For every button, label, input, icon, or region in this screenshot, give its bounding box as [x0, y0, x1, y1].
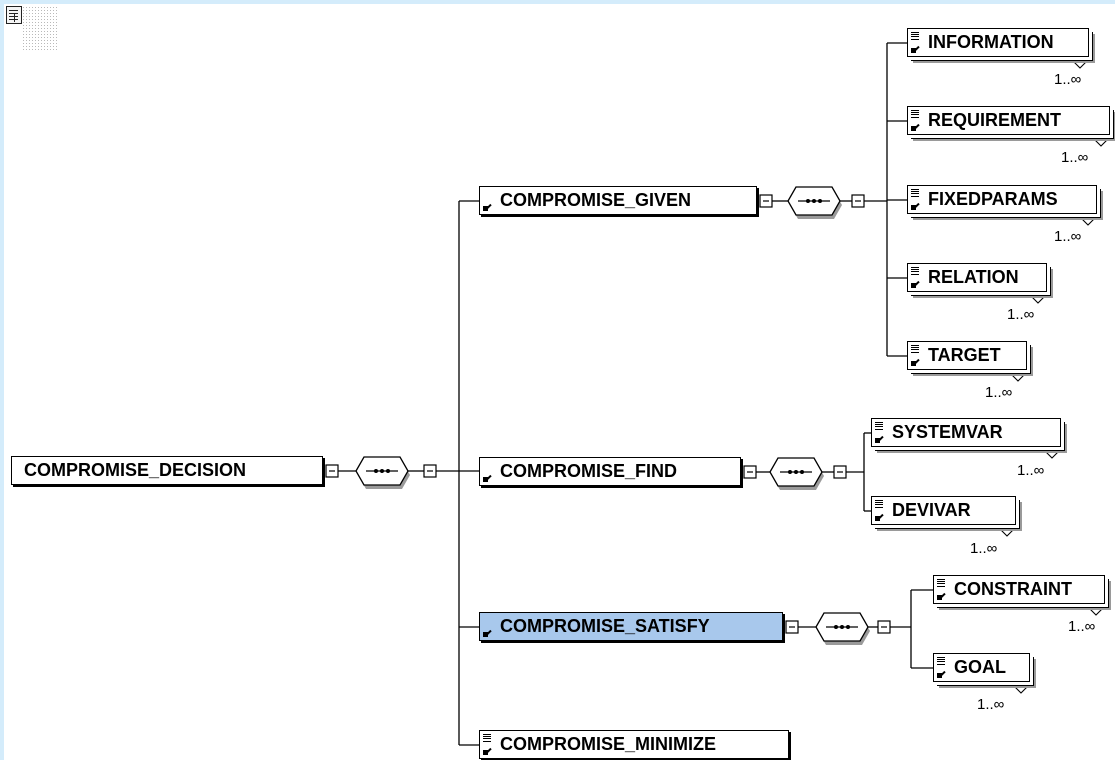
element-doc-icon	[911, 267, 919, 275]
element-label: COMPROMISE_FIND	[500, 461, 678, 481]
cardinality-notch	[1010, 373, 1026, 382]
collapse-toggle-icon[interactable]	[743, 465, 757, 479]
cardinality-label: 1..∞	[1017, 462, 1045, 479]
reference-arrow-icon	[483, 747, 491, 755]
element-compromise-minimize[interactable]: COMPROMISE_MINIMIZE	[479, 730, 789, 759]
connector-lines	[325, 42, 1109, 746]
sequence-dot	[812, 199, 816, 203]
sequence-dot	[818, 199, 822, 203]
dotted-grid-decoration	[22, 6, 58, 52]
cardinality-label: 1..∞	[1054, 71, 1082, 88]
sequence-dot	[834, 625, 838, 629]
sequence-dot	[380, 469, 384, 473]
reference-arrow-icon	[911, 358, 919, 366]
cardinality-label: 1..∞	[1061, 149, 1089, 166]
cardinality-label: 1..∞	[977, 696, 1005, 713]
element-label: TARGET	[928, 345, 1001, 365]
sequence-dot	[806, 199, 810, 203]
cardinality-label: 1..∞	[1054, 228, 1082, 245]
element-doc-icon	[483, 734, 491, 742]
element-doc-icon	[911, 189, 919, 197]
element-information[interactable]: INFORMATION	[907, 28, 1089, 57]
sequence-dot	[800, 470, 804, 474]
element-label: RELATION	[928, 267, 1019, 287]
cardinality-notch	[1093, 138, 1109, 147]
collapse-toggle-icon[interactable]	[325, 464, 339, 478]
element-doc-icon	[875, 422, 883, 430]
element-doc-icon	[911, 32, 919, 40]
collapse-toggle-icon[interactable]	[877, 620, 891, 634]
element-systemvar[interactable]: SYSTEMVAR	[871, 418, 1061, 447]
cardinality-label: 1..∞	[1007, 306, 1035, 323]
element-label: REQUIREMENT	[928, 110, 1062, 130]
element-compromise-decision[interactable]: COMPROMISE_DECISION	[11, 456, 323, 485]
reference-arrow-icon	[483, 203, 491, 211]
cardinality-notch	[1030, 295, 1046, 304]
diagram-toolbar-icon[interactable]	[6, 6, 22, 24]
element-doc-icon	[937, 657, 945, 665]
element-doc-icon	[911, 345, 919, 353]
element-compromise-given[interactable]: COMPROMISE_GIVEN	[479, 186, 757, 215]
element-label: GOAL	[954, 657, 1006, 677]
element-goal[interactable]: GOAL	[933, 653, 1030, 682]
element-fixedparams[interactable]: FIXEDPARAMS	[907, 185, 1097, 214]
sequence-dot	[846, 625, 850, 629]
reference-arrow-icon	[875, 435, 883, 443]
cardinality-notch	[1044, 450, 1060, 459]
sequence-dot	[794, 470, 798, 474]
element-compromise-find[interactable]: COMPROMISE_FIND	[479, 457, 741, 486]
element-doc-icon	[875, 500, 883, 508]
element-label: COMPROMISE_MINIMIZE	[500, 734, 717, 754]
cardinality-label: 1..∞	[1068, 618, 1096, 635]
collapse-toggle-icon[interactable]	[759, 194, 773, 208]
reference-arrow-icon	[875, 513, 883, 521]
reference-arrow-icon	[911, 202, 919, 210]
cardinality-label: 1..∞	[985, 384, 1013, 401]
reference-arrow-icon	[911, 45, 919, 53]
reference-arrow-icon	[937, 670, 945, 678]
element-doc-icon	[937, 579, 945, 587]
sequence-dot	[386, 469, 390, 473]
element-label: SYSTEMVAR	[892, 422, 1003, 442]
element-compromise-satisfy[interactable]: COMPROMISE_SATISFY	[479, 612, 783, 641]
element-label: CONSTRAINT	[954, 579, 1072, 599]
reference-arrow-icon	[483, 474, 491, 482]
element-devivar[interactable]: DEVIVAR	[871, 496, 1016, 525]
reference-arrow-icon	[483, 629, 491, 637]
cardinality-notch	[999, 528, 1015, 537]
collapse-toggle-icon[interactable]	[851, 194, 865, 208]
cardinality-label: 1..∞	[970, 540, 998, 557]
element-relation[interactable]: RELATION	[907, 263, 1047, 292]
element-label: FIXEDPARAMS	[928, 189, 1058, 209]
sequence-dot	[374, 469, 378, 473]
element-label: COMPROMISE_GIVEN	[500, 190, 692, 210]
reference-arrow-icon	[911, 280, 919, 288]
element-requirement[interactable]: REQUIREMENT	[907, 106, 1110, 135]
collapse-toggle-icon[interactable]	[785, 620, 799, 634]
schema-diagram-canvas: COMPROMISE_DECISION COMPROMISE_GIVEN INF…	[4, 4, 1115, 760]
cardinality-notch	[1013, 685, 1029, 694]
element-label: COMPROMISE_DECISION	[24, 460, 247, 480]
reference-arrow-icon	[911, 123, 919, 131]
element-label: DEVIVAR	[892, 500, 971, 520]
collapse-toggle-icon[interactable]	[423, 464, 437, 478]
reference-arrow-icon	[937, 592, 945, 600]
element-doc-icon	[911, 110, 919, 118]
cardinality-notch	[1072, 60, 1088, 69]
cardinality-notch	[1080, 217, 1096, 226]
element-label: INFORMATION	[928, 32, 1054, 52]
element-label: COMPROMISE_SATISFY	[500, 616, 710, 636]
element-constraint[interactable]: CONSTRAINT	[933, 575, 1105, 604]
collapse-toggle-icon[interactable]	[833, 465, 847, 479]
cardinality-notch	[1088, 607, 1104, 616]
sequence-dot	[840, 625, 844, 629]
element-target[interactable]: TARGET	[907, 341, 1027, 370]
sequence-dot	[788, 470, 792, 474]
